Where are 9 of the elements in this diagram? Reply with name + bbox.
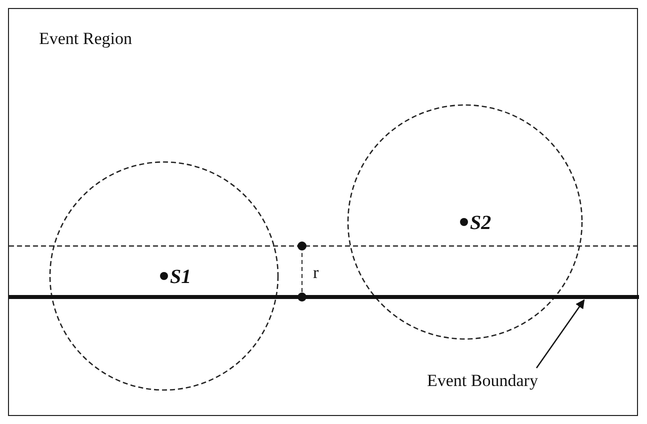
boundary-label: Event Boundary — [427, 371, 538, 391]
leader-arrow — [536, 299, 585, 368]
sensing-range-circle — [347, 104, 583, 340]
region-label: Event Region — [39, 29, 132, 49]
dimension-label: r — [313, 263, 319, 283]
sensing-range-circle — [49, 161, 279, 391]
event-region-frame — [8, 8, 638, 416]
sensor-label: S1 — [170, 266, 192, 289]
sensor-label: S2 — [470, 212, 492, 235]
